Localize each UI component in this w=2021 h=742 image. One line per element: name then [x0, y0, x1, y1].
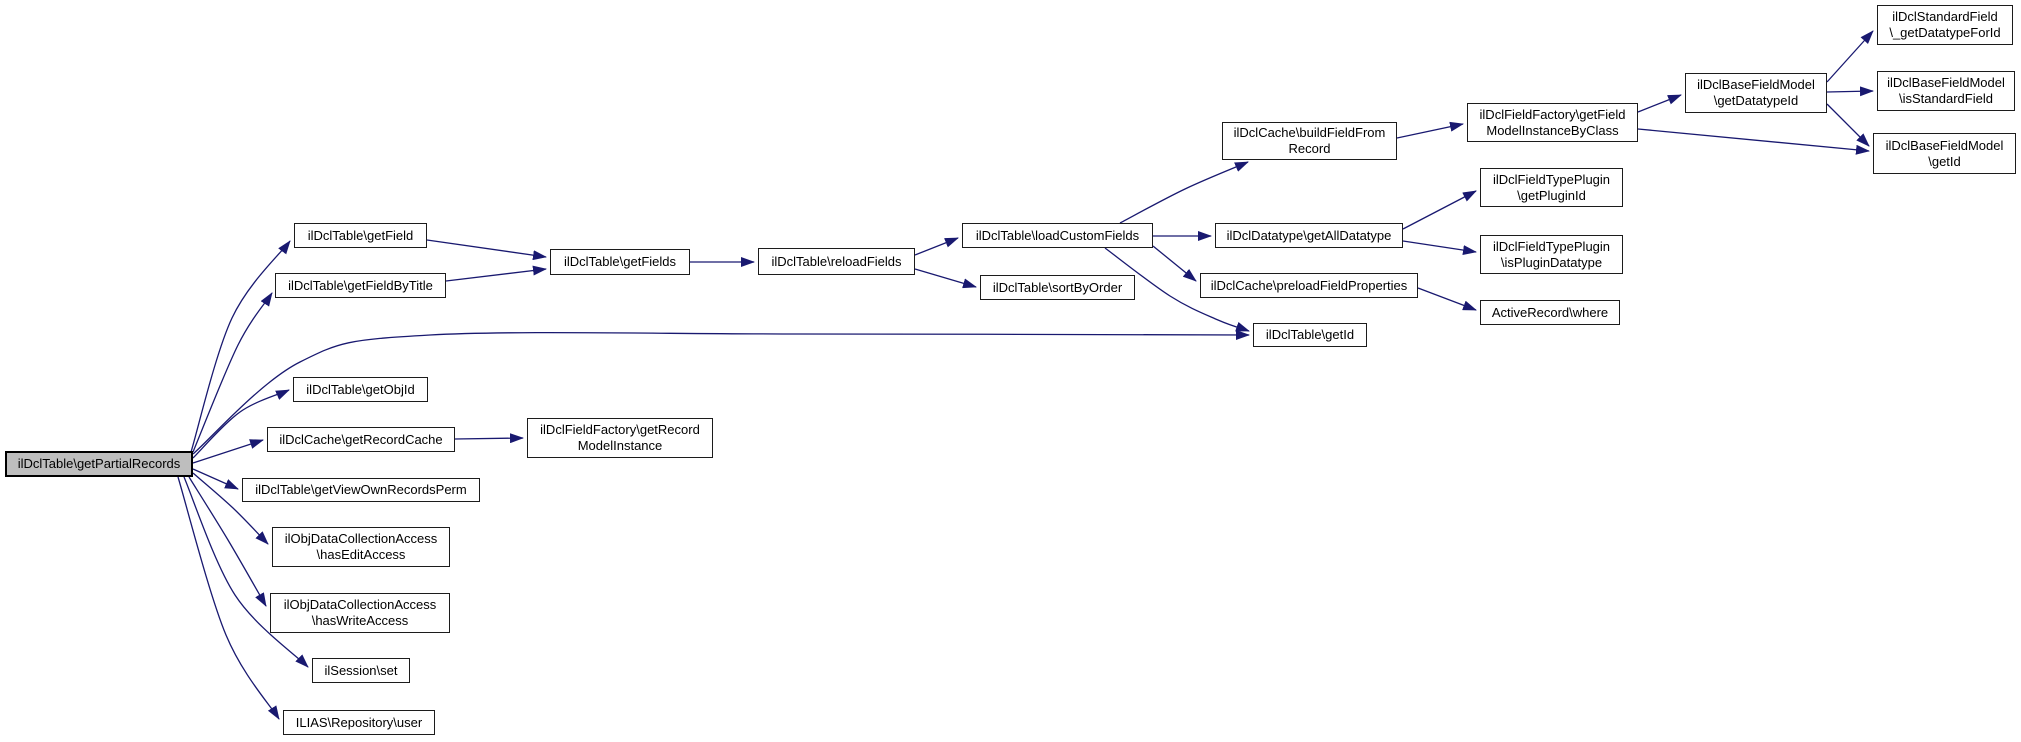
node-isStandardField[interactable]: ilDclBaseFieldModel \isStandardField — [1877, 71, 2015, 111]
edge-getRecordCache-to-recordModelInstance — [454, 433, 524, 444]
node-label: ilDclTable\getFields — [564, 254, 676, 269]
edge-buildFieldFromRecord-to-fieldModelInstanceByClass — [1396, 121, 1464, 139]
node-label: ilSession\set — [324, 662, 398, 678]
node-label: ilDclTable\getPartialRecords — [17, 456, 181, 471]
node-label: ilDclFieldTypePlugin \getPluginId — [1492, 171, 1611, 203]
node-getRecordCache[interactable]: ilDclCache\getRecordCache — [267, 427, 455, 452]
node-label: ilDclFieldTypePlugin \isPluginDatatype — [1492, 238, 1611, 270]
node-label: ilDclFieldFactory\getRecord ModelInstanc… — [540, 422, 700, 453]
node-getFields[interactable]: ilDclTable\getFields — [550, 249, 690, 275]
node-hasEditAccess[interactable]: ilObjDataCollectionAccess \hasEditAccess — [272, 527, 450, 567]
edge-getDatatypeId-to-getDatatypeForId — [1826, 30, 1874, 83]
node-getObjId[interactable]: ilDclTable\getObjId — [293, 377, 428, 402]
node-buildFieldFromRecord[interactable]: ilDclCache\buildFieldFrom Record — [1222, 122, 1397, 160]
edge-getPartialRecords-to-getFieldByTitle — [192, 292, 273, 453]
node-hasWriteAccess[interactable]: ilObjDataCollectionAccess \hasWriteAcces… — [270, 593, 450, 633]
node-reloadFields[interactable]: ilDclTable\reloadFields — [758, 248, 915, 275]
node-label: ilDclCache\buildFieldFrom Record — [1233, 125, 1386, 156]
node-label: ilDclTable\getFieldByTitle — [288, 277, 433, 293]
edge-getPartialRecords-to-getViewOwnRecordsPerm — [192, 468, 239, 490]
node-label: ilObjDataCollectionAccess \hasWriteAcces… — [283, 597, 437, 628]
edge-getPartialRecords-to-getField — [190, 240, 291, 453]
edge-getPartialRecords-to-getRecordCache — [192, 439, 264, 464]
node-getViewOwnRecordsPerm[interactable]: ilDclTable\getViewOwnRecordsPerm — [242, 478, 480, 502]
edge-loadCustomFields-to-buildFieldFromRecord — [1119, 161, 1249, 224]
node-label: ilDclTable\getField — [307, 227, 414, 243]
node-getDatatypeForId[interactable]: ilDclStandardField \_getDatatypeForId — [1877, 5, 2013, 45]
edge-reloadFields-to-sortByOrder — [914, 268, 977, 289]
node-getAllDatatype[interactable]: ilDclDatatype\getAllDatatype — [1215, 223, 1403, 248]
edge-fieldModelInstanceByClass-to-getDatatypeId — [1637, 94, 1682, 113]
node-label: ilDclTable\getObjId — [306, 381, 415, 397]
edge-loadCustomFields-to-preloadFieldProperties — [1152, 245, 1197, 282]
node-label: ilObjDataCollectionAccess \hasEditAccess — [284, 531, 438, 562]
node-label: ilDclTable\getViewOwnRecordsPerm — [255, 482, 467, 497]
node-label: ilDclTable\sortByOrder — [992, 279, 1123, 295]
node-label: ilDclTable\reloadFields — [771, 253, 902, 269]
node-preloadFieldProperties[interactable]: ilDclCache\preloadFieldProperties — [1200, 273, 1418, 298]
edge-getPartialRecords-to-getObjId — [192, 389, 290, 459]
node-label: ilDclBaseFieldModel \getId — [1885, 137, 2004, 169]
edge-getPartialRecords-to-tableGetId — [192, 329, 1250, 455]
node-label: ilDclDatatype\getAllDatatype — [1226, 227, 1392, 243]
edge-getField-to-getFields — [426, 239, 547, 261]
node-sortByOrder[interactable]: ilDclTable\sortByOrder — [980, 275, 1135, 300]
node-repoUser[interactable]: ILIAS\Repository\user — [283, 710, 435, 735]
edge-loadCustomFields-to-tableGetId — [1104, 247, 1250, 332]
node-label: ilDclTable\getId — [1265, 327, 1355, 342]
node-fieldModelInstanceByClass[interactable]: ilDclFieldFactory\getField ModelInstance… — [1467, 103, 1638, 142]
edge-getDatatypeId-to-isStandardField — [1826, 86, 1874, 97]
edge-getAllDatatype-to-isPluginDatatype — [1402, 240, 1477, 256]
node-label: ilDclFieldFactory\getField ModelInstance… — [1479, 106, 1626, 138]
node-label: ilDclBaseFieldModel \getDatatypeId — [1697, 77, 1815, 108]
node-where[interactable]: ActiveRecord\where — [1480, 300, 1620, 325]
node-label: ILIAS\Repository\user — [295, 714, 423, 730]
node-sessionSet[interactable]: ilSession\set — [312, 658, 410, 683]
edge-getFieldByTitle-to-getFields — [445, 265, 547, 282]
node-getDatatypeId[interactable]: ilDclBaseFieldModel \getDatatypeId — [1685, 73, 1827, 113]
edge-getPartialRecords-to-hasEditAccess — [192, 472, 269, 545]
node-recordModelInstance[interactable]: ilDclFieldFactory\getRecord ModelInstanc… — [527, 418, 713, 458]
node-tableGetId[interactable]: ilDclTable\getId — [1253, 323, 1367, 347]
edge-getAllDatatype-to-getPluginId — [1402, 190, 1477, 230]
node-getPluginId[interactable]: ilDclFieldTypePlugin \getPluginId — [1480, 168, 1623, 207]
edge-getPartialRecords-to-sessionSet — [183, 476, 309, 668]
node-getFieldByTitle[interactable]: ilDclTable\getFieldByTitle — [275, 273, 446, 298]
node-getField[interactable]: ilDclTable\getField — [294, 223, 427, 248]
edge-getDatatypeId-to-baseGetId — [1826, 103, 1870, 147]
edge-preloadFieldProperties-to-where — [1417, 287, 1477, 311]
node-label: ilDclBaseFieldModel \isStandardField — [1887, 75, 2005, 106]
node-label: ilDclTable\loadCustomFields — [975, 227, 1140, 243]
node-label: ActiveRecord\where — [1491, 304, 1609, 320]
edge-getPartialRecords-to-repoUser — [177, 476, 280, 720]
edge-getPartialRecords-to-hasWriteAccess — [188, 476, 267, 607]
edge-reloadFields-to-loadCustomFields — [914, 237, 959, 256]
node-label: ilDclCache\preloadFieldProperties — [1210, 277, 1408, 293]
node-loadCustomFields[interactable]: ilDclTable\loadCustomFields — [962, 223, 1153, 248]
node-baseGetId[interactable]: ilDclBaseFieldModel \getId — [1873, 133, 2016, 174]
node-getPartialRecords: ilDclTable\getPartialRecords — [5, 451, 193, 477]
node-isPluginDatatype[interactable]: ilDclFieldTypePlugin \isPluginDatatype — [1480, 235, 1623, 274]
node-label: ilDclCache\getRecordCache — [279, 431, 443, 447]
edge-fieldModelInstanceByClass-to-baseGetId — [1637, 128, 1870, 155]
node-label: ilDclStandardField \_getDatatypeForId — [1889, 9, 2001, 40]
